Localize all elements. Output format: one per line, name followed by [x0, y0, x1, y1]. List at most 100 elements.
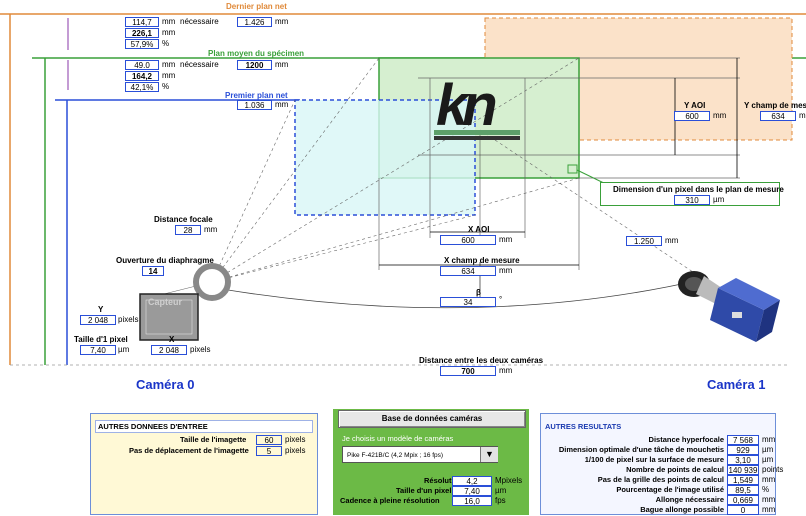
premier-val-unit: mm [275, 100, 289, 109]
x-pixels-label: X [169, 335, 175, 344]
result-field-bague[interactable]: 0 [727, 505, 759, 515]
beta-field[interactable]: 34 [440, 297, 496, 307]
result-field-pourcentage[interactable]: 89,5 [727, 485, 759, 495]
y-aoi-unit: mm [713, 111, 727, 120]
imagette-field[interactable]: 60 [256, 435, 282, 445]
taille-pixel-field[interactable]: 7,40 [80, 345, 116, 355]
dernier-necessaire: nécessaire [180, 17, 219, 26]
result-field-centieme[interactable]: 3,10 [727, 455, 759, 465]
result-unit-pas-grille: mm [762, 475, 776, 484]
camera1-title: Caméra 1 [707, 377, 766, 392]
result-unit-bague: mm [762, 505, 776, 514]
resolution-label: Résolution [424, 476, 463, 485]
result-label-pas-grille: Pas de la grille des points de calcul [597, 475, 724, 484]
taille-un-pixel-field[interactable]: 7,40 [452, 486, 492, 496]
y-aoi-field[interactable]: 600 [674, 111, 710, 121]
x-aoi-field[interactable]: 600 [440, 235, 496, 245]
premier-plan-label: Premier plan net [225, 91, 288, 100]
dernier-pct-unit: % [162, 39, 170, 48]
logo-bar [434, 130, 520, 135]
pixel-dim-field[interactable]: 310 [674, 195, 710, 205]
result-unit-nb-points: points [762, 465, 784, 474]
result-label-hyperfocale: Distance hyperfocale [648, 435, 724, 444]
x-pixels-field[interactable]: 2 048 [151, 345, 187, 355]
x-champ-field[interactable]: 634 [440, 266, 496, 276]
y-pixels-field[interactable]: 2 048 [80, 315, 116, 325]
pas-imagette-field[interactable]: 5 [256, 446, 282, 456]
moyen-pct-field[interactable]: 42,1% [125, 82, 159, 92]
moyen-necessaire: nécessaire [180, 60, 219, 69]
capteur-label: Capteur [148, 297, 183, 307]
resolution-unit: Mpixels [495, 476, 523, 485]
dernier-val2-field[interactable]: 1.426 [237, 17, 272, 27]
moyen-mm1-unit: mm [162, 60, 176, 69]
moyen-val2-field[interactable]: 1200 [237, 60, 272, 70]
result-field-nb-points[interactable]: 140 939 [727, 465, 759, 475]
dernier-pct-field[interactable]: 57,9% [125, 39, 159, 49]
taille-un-pixel-unit: µm [495, 486, 507, 495]
imagette-label: Taille de l'imagette [180, 435, 247, 444]
result-unit-centieme: µm [762, 455, 774, 464]
logo-bar [434, 136, 520, 140]
beta-label: β [476, 288, 481, 297]
camera0-title: Caméra 0 [136, 377, 195, 392]
x-champ-label: X champ de mesure [444, 256, 520, 265]
autres-resultats-header: AUTRES RESULTATS [545, 422, 622, 431]
ouverture-label: Ouverture du diaphragme [116, 256, 214, 265]
moyen-pct-unit: % [162, 82, 170, 91]
camera-model-prompt: Je choisis un modèle de caméras [342, 434, 454, 443]
distance-focale-unit: mm [204, 225, 218, 234]
result-field-pas-grille[interactable]: 1,549 [727, 475, 759, 485]
result-unit-allonge: mm [762, 495, 776, 504]
y-pixels-unit: pixels [118, 315, 139, 324]
taille-un-pixel-label: Taille d'un pixel [396, 486, 452, 495]
cadence-field[interactable]: 16,0 [452, 496, 492, 506]
dernier-mm1-field[interactable]: 114,7 [125, 17, 159, 27]
camera-model-select[interactable]: Pike F-421B/C (4,2 Mpix ; 16 fps) [342, 446, 498, 463]
y-champ-label: Y champ de mesure [744, 101, 806, 110]
result-field-mouchetis[interactable]: 929 [727, 445, 759, 455]
cadence-label: Cadence à pleine résolution [340, 496, 440, 505]
x-pixels-unit: pixels [190, 345, 211, 354]
cadence-unit: fps [495, 496, 506, 505]
y-champ-unit: mm [799, 111, 806, 120]
logo-text: kn [436, 73, 498, 138]
distance-cameras-label: Distance entre les deux caméras [419, 356, 544, 365]
camera-database-button[interactable]: Base de données caméras [338, 410, 526, 428]
dernier-plan-label: Dernier plan net [226, 2, 287, 11]
taille-pixel-unit: µm [118, 345, 130, 354]
result-label-centieme: 1/100 de pixel sur la surface de mesure [584, 455, 724, 464]
distance-cameras-field[interactable]: 700 [440, 366, 496, 376]
moyen-val2-unit: mm [275, 60, 289, 69]
x-aoi-unit: mm [499, 235, 513, 244]
premier-val-field[interactable]: 1.036 [237, 100, 272, 110]
taille-pixel-label: Taille d'1 pixel [74, 335, 128, 344]
result-field-allonge[interactable]: 0,669 [727, 495, 759, 505]
dernier-mm1-unit: mm [162, 17, 176, 26]
result-unit-pourcentage: % [762, 485, 770, 494]
moyen-mm2-unit: mm [162, 71, 176, 80]
chevron-down-icon[interactable]: ▼ [480, 447, 498, 462]
y-champ-field[interactable]: 634 [760, 111, 796, 121]
autres-entree-header: AUTRES DONNEES D'ENTREE [95, 420, 313, 433]
ouverture-field[interactable]: 14 [142, 266, 164, 276]
moyen-mm2-field[interactable]: 164,2 [125, 71, 159, 81]
result-unit-mouchetis: µm [762, 445, 774, 454]
dernier-mm2-unit: mm [162, 28, 176, 37]
resolution-field[interactable]: 4,2 [452, 476, 492, 486]
plan-moyen-label: Plan moyen du spécimen [208, 49, 305, 58]
distance-right-unit: mm [665, 236, 679, 245]
result-label-mouchetis: Dimension optimale d'une tâche de mouche… [558, 445, 724, 454]
dernier-mm2-field[interactable]: 226,1 [125, 28, 159, 38]
pas-imagette-unit: pixels [285, 446, 306, 455]
result-field-hyperfocale[interactable]: 7 568 [727, 435, 759, 445]
distance-right-field[interactable]: 1.250 [626, 236, 662, 246]
distance-focale-field[interactable]: 28 [175, 225, 201, 235]
beta-unit: ° [499, 295, 503, 304]
result-label-nb-points: Nombre de points de calcul [626, 465, 724, 474]
moyen-mm1-field[interactable]: 49.0 [125, 60, 159, 70]
pixel-dim-unit: µm [713, 195, 725, 204]
result-unit-hyperfocale: mm [762, 435, 776, 444]
result-label-bague: Bague allonge possible [640, 505, 724, 514]
result-label-pourcentage: Pourcentage de l'image utilisé [616, 485, 724, 494]
